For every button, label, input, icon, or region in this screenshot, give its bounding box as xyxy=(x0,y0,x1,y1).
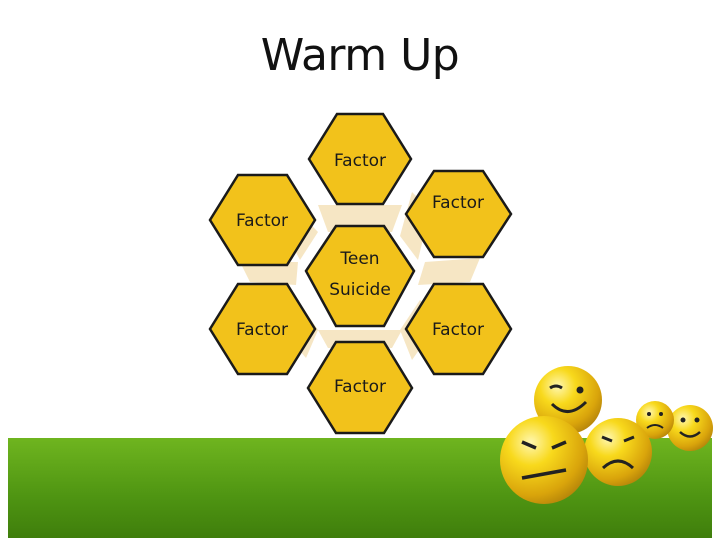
hex-factor-bottom-right xyxy=(404,282,513,376)
hex-factor-top-right xyxy=(404,169,513,259)
slide-title: Warm Up xyxy=(260,30,460,81)
smiley-ball-frown xyxy=(584,418,652,486)
label-factor-top-right: Factor xyxy=(432,193,484,213)
label-factor-top: Factor xyxy=(334,151,386,171)
label-center-line1: Teen xyxy=(339,249,379,269)
smiley-ball-small-sad xyxy=(636,401,674,439)
hex-labels: Factor Factor Factor Teen Suicide Factor… xyxy=(236,151,484,397)
hex-factor-bottom xyxy=(306,340,414,435)
smiley-balls-image xyxy=(500,366,713,504)
label-factor-bottom-left: Factor xyxy=(236,320,288,340)
hex-center xyxy=(304,224,416,328)
label-factor-bottom-right: Factor xyxy=(432,320,484,340)
hexagons xyxy=(208,112,513,435)
label-factor-bottom: Factor xyxy=(334,377,386,397)
label-factor-top-left: Factor xyxy=(236,211,288,231)
smiley-ball-big-frown xyxy=(500,416,588,504)
smiley-ball-small-happy xyxy=(667,405,713,451)
connector-left xyxy=(240,262,298,285)
connector-right xyxy=(418,258,480,285)
hex-factor-bottom-left xyxy=(208,282,317,376)
label-center-line2: Suicide xyxy=(329,280,391,300)
hex-factor-top xyxy=(307,112,413,206)
hex-factor-top-left xyxy=(208,173,317,267)
